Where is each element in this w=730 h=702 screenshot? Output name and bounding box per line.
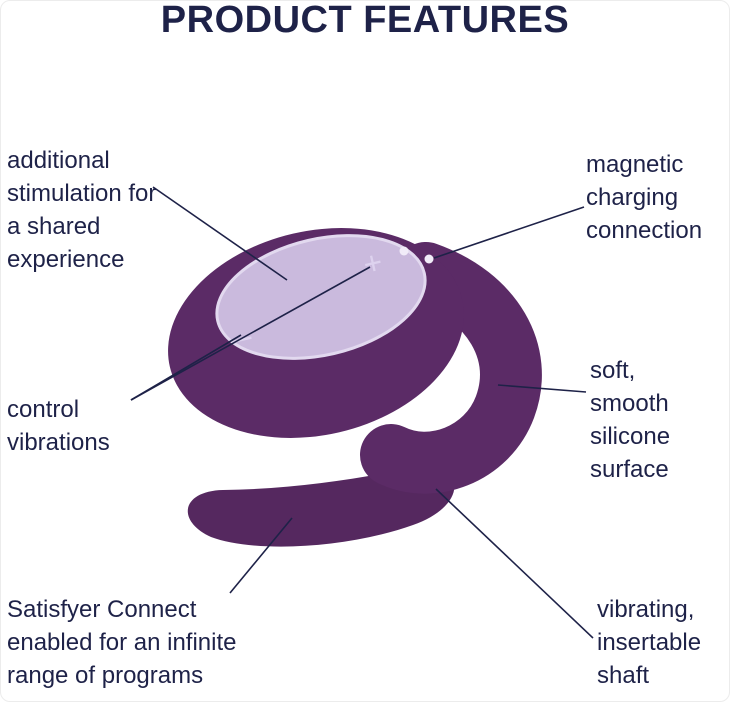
- leader-line-additional-stimulation: [152, 186, 288, 281]
- label-additional-stimulation: additional stimulation for a shared expe…: [7, 147, 157, 273]
- page-title: PRODUCT FEATURES: [160, 0, 570, 41]
- charging-contact-dot: [424, 254, 434, 264]
- leader-line-control-vibrations-plus: [130, 266, 371, 401]
- leader-line-silicone-surface: [497, 384, 587, 393]
- leader-line-insertable-shaft: [435, 488, 594, 639]
- device-illustration: – +: [168, 228, 542, 547]
- label-magnetic-charging: magnetic charging connection: [586, 151, 703, 244]
- label-insertable-shaft: vibrating, insertable shaft: [597, 596, 702, 689]
- label-control-vibrations: control vibrations: [7, 396, 110, 456]
- label-satisfyer-connect: Satisfyer Connect enabled for an infinit…: [7, 596, 237, 689]
- leader-line-magnetic-charging: [433, 206, 585, 259]
- device-hook-arm: [360, 242, 542, 494]
- leader-line-satisfyer-connect: [229, 517, 293, 594]
- device-control-panel: [215, 234, 427, 360]
- charging-contact-dot: [399, 246, 409, 256]
- label-silicone-surface: soft, smooth silicone surface: [590, 357, 671, 483]
- leader-lines: [130, 186, 594, 639]
